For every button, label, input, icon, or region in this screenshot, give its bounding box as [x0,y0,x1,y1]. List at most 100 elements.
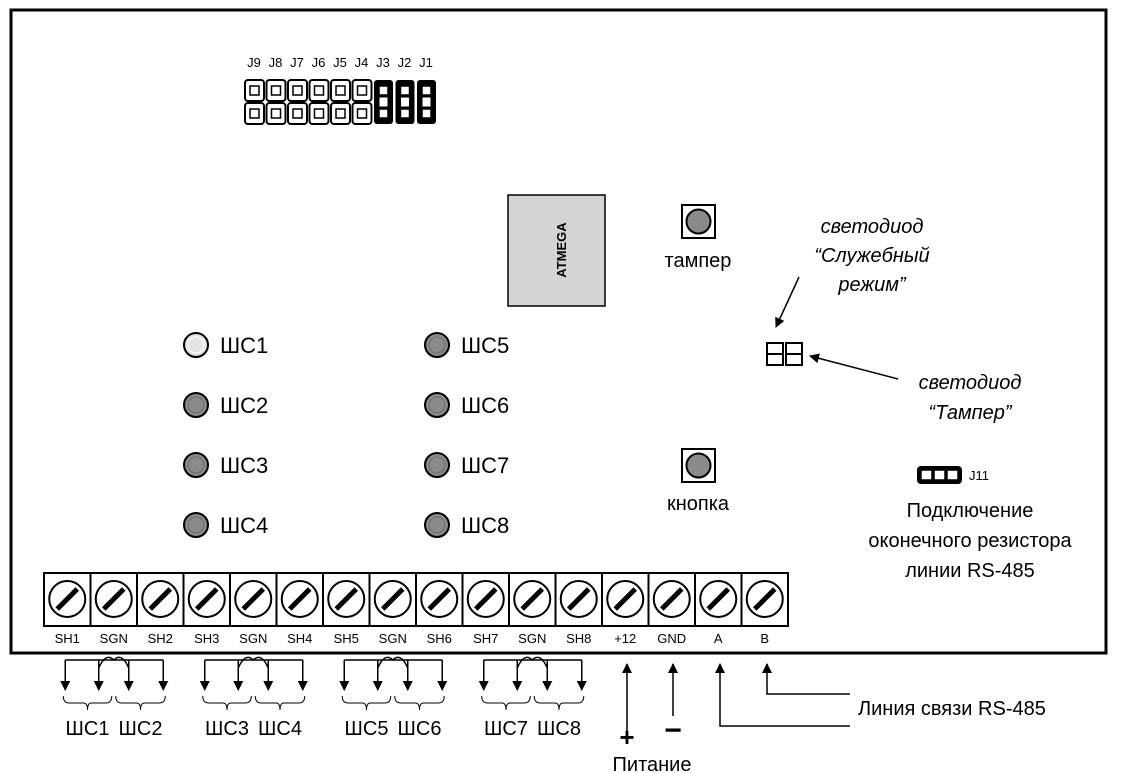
terminator-note: Подключение оконечного резистора линии R… [868,500,1072,582]
jumper-label: J3 [376,55,390,70]
service-led-line2: “Служебный [814,245,929,267]
zone-group-label: ШС6 [398,718,442,740]
button-label: кнопка [667,493,730,515]
service-led-line3: режим” [837,274,907,296]
terminal-screw [694,573,738,626]
jumper-j4 [351,79,373,125]
terminal-label: SH3 [194,631,219,646]
terminal-screw [136,573,180,626]
zone-led-label: ШС3 [220,453,268,478]
terminal-screw [508,573,552,626]
zone-led-label: ШС7 [461,453,509,478]
terminal-label: SH6 [427,631,452,646]
zone-led-label: ШС5 [461,333,509,358]
tamper-led-line1: светодиод [919,372,1022,394]
chip-label: ATMEGA [554,222,569,278]
board-outline [9,8,1108,655]
power-label: Питание [613,754,692,773]
zone-group-label: ШС1 [66,718,110,740]
tamper-switch: тампер [665,204,732,272]
tamper-led-arrow [809,353,899,380]
zone-led-7: ШС7 [424,452,509,478]
terminal-screw [415,573,459,626]
terminal-label: SH8 [566,631,591,646]
jumper-j7 [287,79,308,125]
rs485-label: Линия связи RS-485 [858,698,1046,720]
terminal-label: SGN [379,631,407,646]
terminal-label: SH1 [55,631,80,646]
terminal-label: SH7 [473,631,498,646]
zone-led-4: ШС4 [183,512,268,538]
zone-led-3: ШС3 [183,452,268,478]
j11-label: J11 [969,468,989,483]
zone-led-8: ШС8 [424,512,509,538]
zone-wiring: ШС1 ШС2 ШС3 ШС4 ШС5 ШС6 ШС7 ШС8 [60,656,587,740]
jumper-j9 [244,79,265,125]
service-led-annotation: светодиод “Служебный режим” [775,216,930,328]
zone-led-label: ШС2 [220,393,268,418]
zone-group-label: ШС5 [345,718,389,740]
terminal-screw [182,573,226,626]
terminal-label: SGN [239,631,267,646]
jumper-j8 [265,79,287,125]
terminal-label: SH5 [334,631,359,646]
jumper-label: J9 [247,55,261,70]
zone-group-label: ШС2 [119,718,163,740]
power-wiring: + − Питание [613,663,692,773]
zone-led-2: ШС2 [183,392,268,418]
terminal-label: +12 [614,631,636,646]
tamper-label: тампер [665,250,732,272]
zone-led-label: ШС8 [461,513,509,538]
jumper-label: J8 [269,55,283,70]
terminal-label: SH4 [287,631,312,646]
power-plus: + [619,722,634,752]
zone-group-label: ШС8 [537,718,581,740]
atmega-chip: ATMEGA [507,194,606,307]
jumper-label: J6 [312,55,326,70]
power-minus: − [664,714,682,747]
terminal-label: GND [657,631,686,646]
mode-button: кнопка [667,448,730,515]
terminal-screw [48,580,87,618]
terminal-label: SGN [100,631,128,646]
terminal-screw [368,573,412,626]
zone-group-label: ШС3 [205,718,249,740]
terminal-label: A [714,631,723,646]
zone-led-5: ШС5 [424,332,509,358]
zone-led-6: ШС6 [424,392,509,418]
jumper-label: J7 [290,55,304,70]
terminal-screw [275,573,319,626]
terminal-screw [740,573,784,626]
jumper-j2 [395,80,415,124]
terminal-screw [554,573,598,626]
jumper-j3 [374,80,393,124]
tamper-led-line2: “Тампер” [928,402,1013,424]
jumper-j6 [308,79,330,125]
terminal-label: B [760,631,769,646]
j11-jumper: J11 [917,466,989,484]
zone-led-1: ШС1 [183,332,268,358]
zone-group-label: ШС7 [484,718,528,740]
jumper-label: J5 [333,55,347,70]
jumper-label: J4 [355,55,369,70]
status-led-pair [766,342,803,366]
service-led-arrow [775,276,800,328]
service-led-line1: светодиод [821,216,924,238]
jumper-j5 [330,79,351,125]
terminator-line3: линии RS-485 [905,560,1035,582]
terminal-screw [229,573,273,626]
terminator-line1: Подключение [907,500,1034,522]
zone-led-label: ШС1 [220,333,268,358]
terminal-label: SGN [518,631,546,646]
zone-group-label: ШС4 [258,718,302,740]
tamper-led-annotation: светодиод “Тампер” [809,353,1022,424]
terminator-line2: оконечного резистора [868,530,1072,552]
terminal-screw [322,573,366,626]
zone-led-label: ШС4 [220,513,268,538]
jumper-label: J2 [398,55,412,70]
rs485-wiring: Линия связи RS-485 [715,663,1046,727]
terminal-screw [89,573,133,626]
